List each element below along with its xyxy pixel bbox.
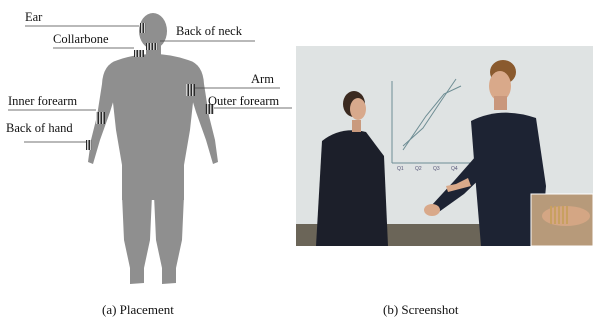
sensor-ear — [140, 23, 146, 33]
screenshot-panel: Q1 Q2 Q3 Q4 — [296, 46, 593, 246]
sensor-collarbone — [134, 50, 144, 57]
label-back-of-neck: Back of neck — [176, 25, 242, 38]
sensor-inner-forearm — [96, 112, 105, 124]
sensor-back-of-hand — [86, 140, 92, 150]
label-ear: Ear — [25, 11, 42, 24]
tick-q3: Q3 — [433, 166, 440, 172]
inset-closeup — [531, 194, 593, 246]
body-silhouette — [0, 0, 300, 300]
sensor-arm — [186, 84, 195, 96]
tick-q1: Q1 — [397, 166, 404, 172]
label-outer-forearm: Outer forearm — [208, 95, 279, 108]
label-back-of-hand: Back of hand — [6, 122, 73, 135]
label-arm: Arm — [251, 73, 274, 86]
placement-panel: Ear Collarbone Back of neck Arm Inner fo… — [0, 0, 300, 300]
video-frame: Q1 Q2 Q3 Q4 — [296, 46, 593, 246]
tick-q2: Q2 — [415, 166, 422, 172]
label-inner-forearm: Inner forearm — [8, 95, 77, 108]
tick-q4: Q4 — [451, 166, 458, 172]
label-collarbone: Collarbone — [53, 33, 109, 46]
sensor-back-of-neck — [146, 43, 158, 50]
caption-screenshot: (b) Screenshot — [383, 303, 458, 316]
caption-placement: (a) Placement — [102, 303, 174, 316]
